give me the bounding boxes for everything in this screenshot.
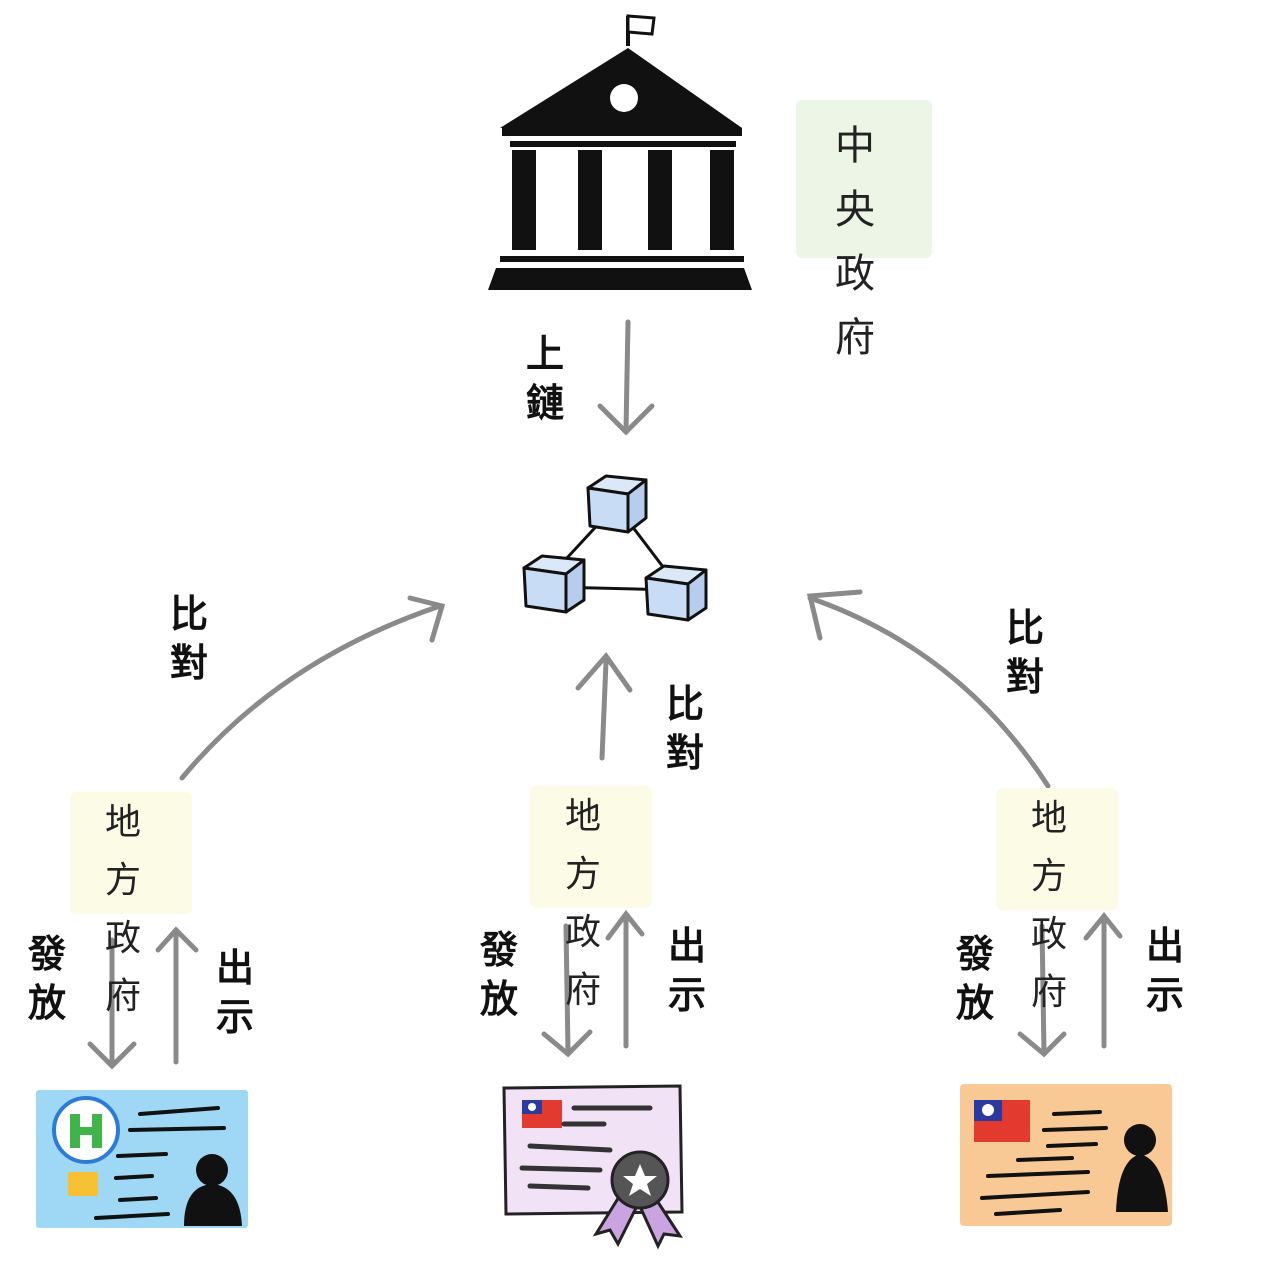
issue-label-right: 發 放 [950, 930, 1000, 1029]
government-building-icon [488, 14, 752, 290]
upload-label-line2: 鏈 [525, 381, 564, 426]
blockchain-network-icon [522, 474, 708, 622]
issue-label-middle-line2: 放 [479, 977, 518, 1022]
issue-arrow-left [87, 937, 137, 1070]
compare-label-right-line2: 對 [1005, 655, 1044, 700]
upload-label-line1: 上 [525, 332, 564, 376]
present-arrow-right [1083, 912, 1123, 1049]
present-arrow-middle [605, 909, 645, 1049]
id-card-icon [960, 1084, 1172, 1226]
compare-label-left-line2: 對 [169, 641, 208, 686]
present-label-right-line2: 示 [1145, 973, 1184, 1018]
compare-label-middle: 比 對 [660, 680, 710, 779]
issue-label-left-line2: 放 [27, 981, 66, 1026]
compare-arrow-left [179, 595, 446, 781]
present-label-right-line1: 出 [1145, 924, 1184, 968]
health-insurance-card-icon [36, 1090, 248, 1228]
compare-arrow-middle [575, 651, 633, 761]
issue-label-right-line2: 放 [955, 981, 994, 1026]
upload-arrow [597, 319, 655, 436]
local-government-middle: 地 方 政 府 [530, 786, 652, 1011]
local-government-left-line1: 地 方 [104, 802, 157, 901]
compare-label-middle-line1: 比 [665, 682, 704, 726]
local-government-left: 地 方 政 府 [70, 792, 192, 1017]
present-label-middle-line1: 出 [667, 924, 706, 968]
compare-label-left-line1: 比 [169, 592, 208, 636]
certificate-icon [502, 1084, 684, 1250]
local-government-right-line2: 政 府 [1030, 914, 1083, 1013]
present-arrow-left [155, 926, 199, 1065]
issue-label-middle-line1: 發 [479, 928, 518, 972]
compare-label-middle-line2: 對 [665, 731, 704, 776]
present-label-left-line1: 出 [215, 946, 254, 990]
issue-label-middle: 發 放 [474, 926, 524, 1025]
compare-arrow-right [806, 589, 1051, 789]
issue-arrow-right [1017, 923, 1067, 1058]
upload-label: 上 鏈 [520, 330, 570, 429]
issue-label-right-line1: 發 [955, 932, 994, 976]
present-label-left: 出 示 [210, 944, 260, 1043]
local-government-right-line1: 地 方 [1030, 798, 1083, 897]
present-label-left-line2: 示 [215, 995, 254, 1040]
compare-label-right: 比 對 [1000, 604, 1050, 703]
issue-label-left-line1: 發 [27, 932, 66, 976]
issue-label-left: 發 放 [22, 930, 72, 1029]
central-government-label: 中 央 政 府 [796, 100, 932, 361]
local-government-left-line2: 政 府 [104, 918, 157, 1017]
present-label-right: 出 示 [1140, 922, 1190, 1021]
present-label-middle: 出 示 [662, 922, 712, 1021]
local-government-middle-line1: 地 方 [564, 796, 617, 895]
present-label-middle-line2: 示 [667, 973, 706, 1018]
compare-label-left: 比 對 [164, 590, 214, 689]
issue-arrow-middle [541, 923, 593, 1058]
local-government-right: 地 方 政 府 [996, 788, 1118, 1013]
compare-label-right-line1: 比 [1005, 606, 1044, 650]
central-government-line1: 中 央 [835, 123, 893, 233]
local-government-middle-line2: 政 府 [564, 912, 617, 1011]
central-government-line2: 政 府 [835, 251, 893, 361]
